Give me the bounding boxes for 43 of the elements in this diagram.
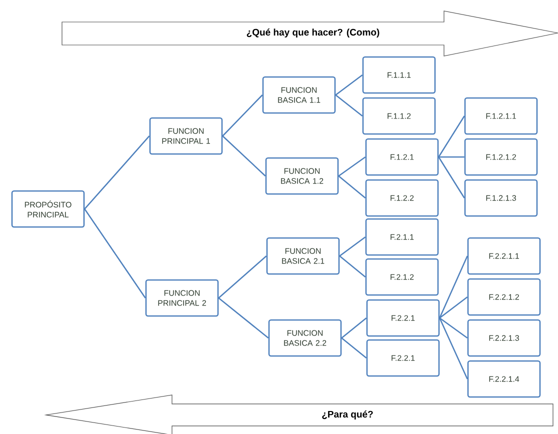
function-box: FUNCION BASICA 1.2 (265, 157, 339, 195)
connector-line (222, 94, 263, 136)
function-box: FUNCION BASICA 2.1 (266, 237, 340, 275)
function-box: FUNCION PRINCIPAL 2 (145, 279, 219, 317)
function-box: F.1.2.1 (365, 138, 439, 176)
connector-line (335, 94, 363, 116)
connector-line (438, 116, 465, 158)
connector-line (439, 318, 468, 380)
connector-line (218, 256, 267, 298)
connector-line (84, 208, 146, 298)
function-box: F.1.1.1 (362, 56, 436, 94)
function-box: PROPÓSITO PRINCIPAL (11, 190, 85, 228)
connector-line (222, 136, 266, 176)
connector-line (438, 156, 464, 158)
connector-line (339, 236, 366, 257)
function-box: FUNCION BASICA 2.2 (268, 319, 342, 357)
connector-line (439, 296, 468, 318)
connector-line (338, 156, 366, 177)
function-box: F.2.2.1 (366, 299, 440, 337)
connector-line (439, 256, 468, 318)
connector-line (339, 255, 366, 278)
function-box: F.1.1.2 (362, 97, 436, 135)
function-box: F.2.2.1.1 (467, 237, 541, 275)
function-box: FUNCION BASICA 1.1 (262, 76, 336, 114)
function-box: F.2.2.1.3 (467, 319, 541, 357)
connector-line (84, 136, 150, 210)
function-box: F.2.2.1.4 (467, 360, 541, 398)
connector-line (439, 317, 468, 339)
function-box: F.1.2.1.2 (464, 138, 538, 176)
function-box: FUNCION PRINCIPAL 1 (149, 117, 223, 155)
function-box: F.1.2.1.3 (464, 179, 538, 217)
connector-line (335, 74, 363, 96)
function-box: F.2.1.2 (365, 258, 439, 296)
function-box: F.2.1.1 (365, 218, 439, 256)
function-box: F.1.2.2 (365, 179, 439, 217)
function-box: F.2.2.1.2 (467, 278, 541, 316)
connector-line (438, 156, 465, 198)
connector-line (338, 175, 366, 198)
connector-line (341, 337, 367, 358)
function-box: F.2.2.1 (366, 339, 440, 377)
connector-line (341, 317, 367, 338)
function-box: F.1.2.1.1 (464, 97, 538, 135)
connector-line (218, 297, 269, 338)
